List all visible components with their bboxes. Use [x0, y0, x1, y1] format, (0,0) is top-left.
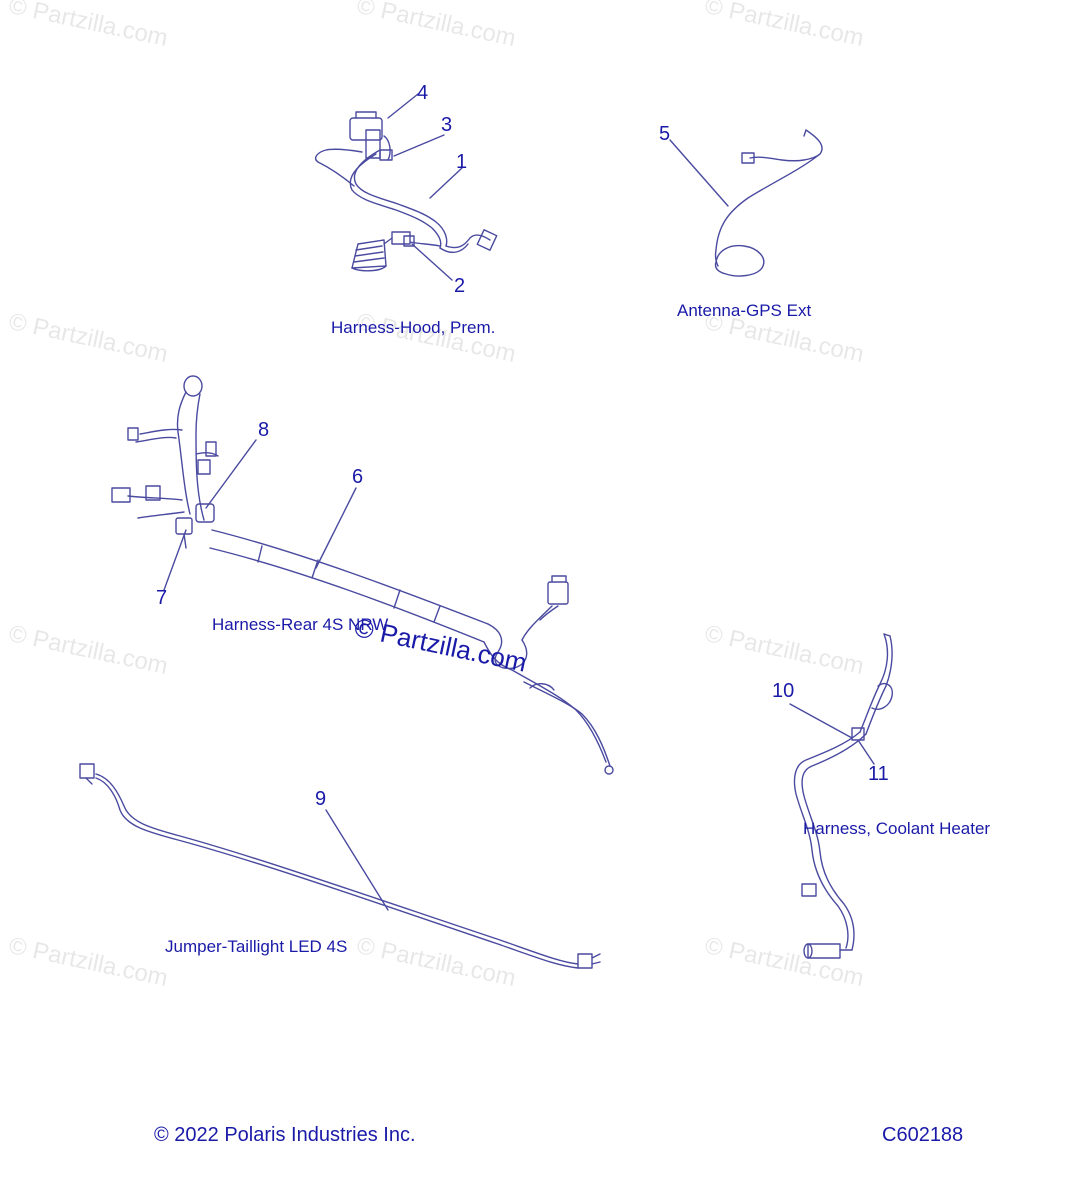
copyright-text: © 2022 Polaris Industries Inc. [154, 1124, 416, 1146]
harness-hood-drawing [314, 111, 498, 272]
callout-3: 3 [441, 114, 453, 136]
callout-11: 11 [868, 763, 889, 785]
diagram-code: C602188 [882, 1124, 964, 1146]
callout-10: 10 [772, 680, 795, 702]
callout-8: 8 [258, 419, 270, 441]
antenna-gps-drawing [714, 129, 823, 277]
callout-7: 7 [156, 587, 168, 609]
callout-1: 1 [456, 151, 468, 173]
callout-4: 4 [417, 82, 429, 104]
caption-coolant-heater: Harness, Coolant Heater [803, 819, 991, 838]
callout-2: 2 [454, 275, 466, 297]
callout-6: 6 [352, 466, 364, 488]
caption-harness-rear: Harness-Rear 4S NRW [212, 615, 389, 634]
callout-9: 9 [315, 788, 327, 810]
caption-harness-hood: Harness-Hood, Prem. [331, 318, 496, 337]
caption-antenna-gps: Antenna-GPS Ext [677, 301, 812, 320]
callout-5: 5 [659, 123, 671, 145]
coolant-heater-drawing [793, 633, 893, 959]
caption-jumper-taillight: Jumper-Taillight LED 4S [165, 937, 348, 956]
harness-rear-drawing [111, 375, 614, 775]
jumper-taillight-drawing [79, 763, 601, 969]
